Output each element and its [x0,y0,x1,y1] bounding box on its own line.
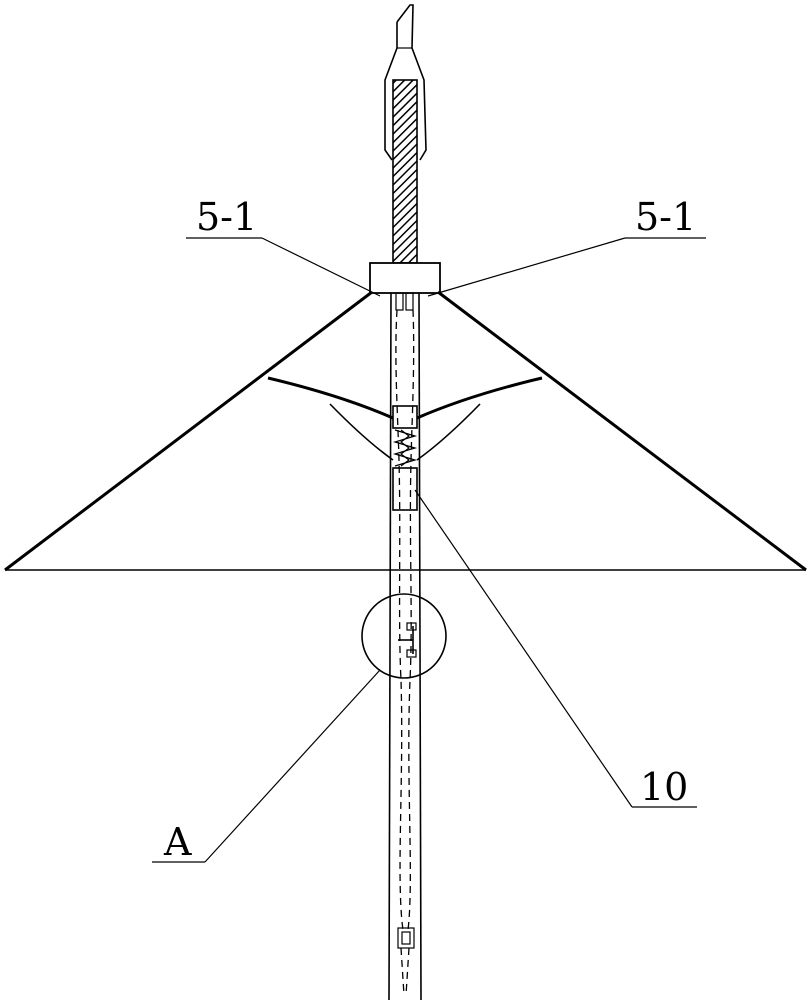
detail-circle-a [362,594,446,678]
stretchers [268,378,542,460]
callout-label-5-1-right: 5-1 [635,195,696,239]
callout-label-10: 10 [640,765,688,809]
canopy-ribs [5,292,806,570]
leader-lines [152,238,706,862]
top-hub-stubs [396,293,413,310]
hatched-shaft-core [393,80,417,263]
callout-label-a: A [163,820,192,864]
bottom-fitting [398,928,414,948]
main-pole [389,293,421,1000]
internal-cables [396,310,414,995]
top-hub-block [370,263,440,293]
runner-spring-assembly [393,406,417,510]
callout-label-5-1-left: 5-1 [196,195,257,239]
